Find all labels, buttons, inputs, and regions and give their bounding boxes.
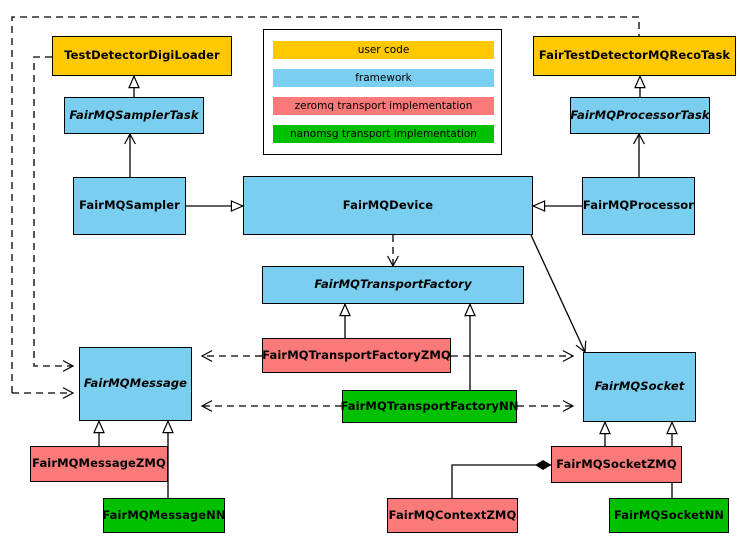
class-node-fairmqmessagenn[interactable]: FairMQMessageNN xyxy=(102,498,226,533)
class-node-fairmqmessage[interactable]: FairMQMessage xyxy=(79,347,192,421)
class-node-fairmqprocessor[interactable]: FairMQProcessor xyxy=(582,177,695,235)
class-node-fairmqsocketzmq[interactable]: FairMQSocketZMQ xyxy=(551,446,682,483)
class-node-fairmqtransportfactoryzmq[interactable]: FairMQTransportFactoryZMQ xyxy=(262,338,451,373)
class-node-fairmqsamplertask[interactable]: FairMQSamplerTask xyxy=(64,97,204,134)
edge-contextzmq-socketzmq xyxy=(451,460,552,498)
legend-item-nanomsg: nanomsg transport implementation xyxy=(273,125,494,143)
class-node-fairmqsampler[interactable]: FairMQSampler xyxy=(73,177,186,235)
legend-item-framework: framework xyxy=(273,69,494,87)
class-node-fairtestdetectormqrecotask[interactable]: FairTestDetectorMQRecoTask xyxy=(533,36,736,76)
legend-box: user code framework zeromq transport imp… xyxy=(263,29,502,155)
class-node-fairmqtransportfactory[interactable]: FairMQTransportFactory xyxy=(262,266,524,304)
legend-item-zeromq: zeromq transport implementation xyxy=(273,97,494,115)
class-node-fairmqcontextzmq[interactable]: FairMQContextZMQ xyxy=(387,498,518,533)
class-node-fairmqsocketnn[interactable]: FairMQSocketNN xyxy=(609,498,729,533)
edge-device-socket xyxy=(530,234,587,354)
class-node-fairmqsocket[interactable]: FairMQSocket xyxy=(583,352,696,422)
legend-item-user-code: user code xyxy=(273,41,494,59)
class-node-fairmqprocessortask[interactable]: FairMQProcessorTask xyxy=(570,97,710,134)
class-node-fairmqmessagezmq[interactable]: FairMQMessageZMQ xyxy=(30,446,168,482)
class-node-testdetectordigiloader[interactable]: TestDetectorDigiLoader xyxy=(52,36,232,76)
class-node-fairmqdevice[interactable]: FairMQDevice xyxy=(243,176,533,235)
class-node-fairmqtransportfactorynn[interactable]: FairMQTransportFactoryNN xyxy=(340,390,518,423)
